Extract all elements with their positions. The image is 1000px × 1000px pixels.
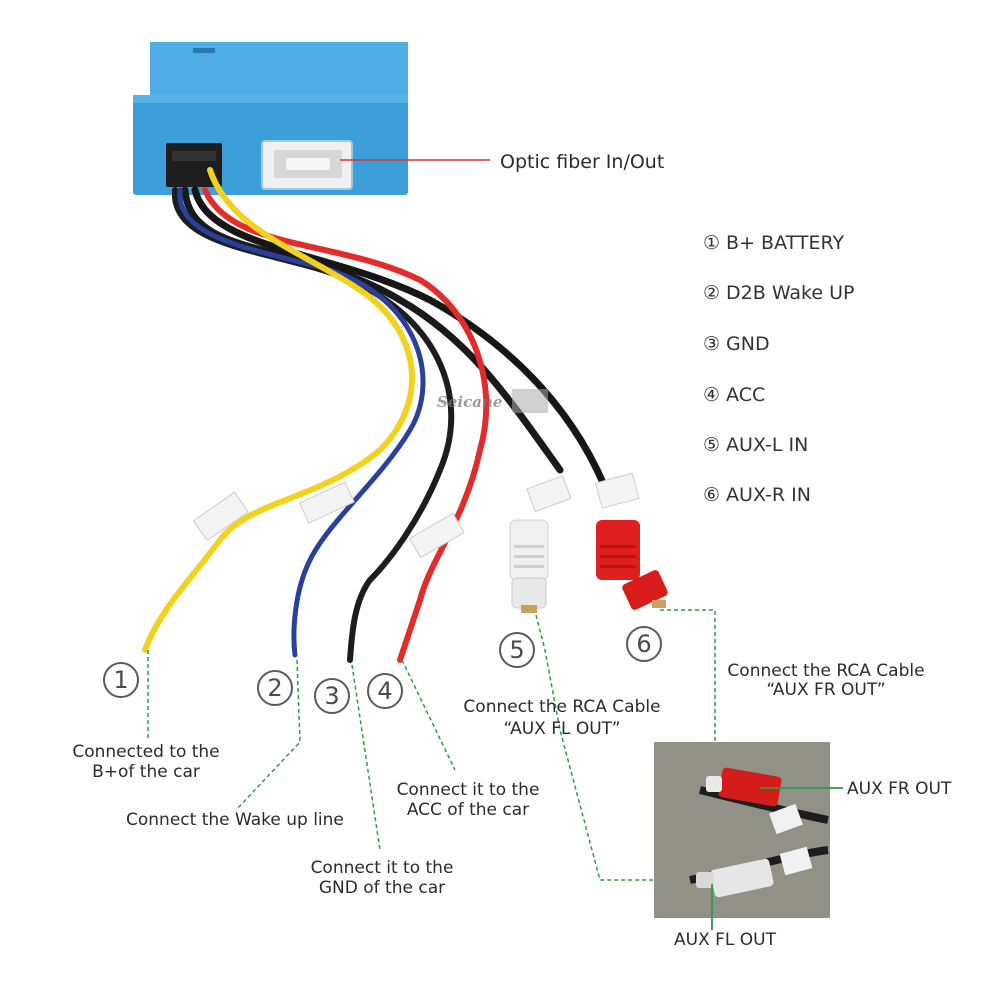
note-3-line2: GND of the car — [318, 878, 446, 898]
marker-1: 1 — [103, 662, 139, 698]
photo-label-fl: AUX FL OUT — [674, 930, 776, 950]
note-1-line1: Connected to the — [72, 742, 220, 762]
wire-bundle — [142, 167, 614, 663]
rca-plug-red — [596, 520, 668, 610]
marker-4: 4 — [367, 673, 403, 709]
photo-inset — [654, 742, 830, 918]
marker-5: 5 — [499, 632, 535, 668]
watermark-bar — [512, 389, 548, 413]
legend-num-4: ④ — [703, 384, 721, 406]
note-2: Connect the Wake up line — [126, 810, 344, 830]
watermark-text: Seicane — [437, 393, 503, 411]
legend-item-4: ④ ACC — [703, 384, 765, 406]
marker-6: 6 — [626, 626, 662, 662]
note-5-line2: “AUX FL OUT” — [503, 719, 621, 739]
note-1-line2: B+of the car — [92, 762, 200, 782]
note-6-line2: “AUX FR OUT” — [766, 680, 886, 700]
legend-label-4: ACC — [726, 384, 766, 406]
legend-label-2: D2B Wake UP — [726, 282, 855, 304]
note-4-line1: Connect it to the — [396, 780, 540, 800]
note-4-line2: ACC of the car — [406, 800, 530, 820]
legend-item-1: ① B+ BATTERY — [703, 232, 844, 254]
wire-tags — [192, 472, 640, 559]
legend-item-3: ③ GND — [703, 333, 770, 355]
note-5-line1: Connect the RCA Cable — [463, 697, 661, 717]
marker-2: 2 — [257, 670, 293, 706]
rca-plug-white — [509, 519, 549, 613]
legend-label-6: AUX-R IN — [726, 484, 811, 506]
note-3-line1: Connect it to the — [310, 858, 454, 878]
note-6-line1: Connect the RCA Cable — [727, 661, 925, 681]
legend-label-3: GND — [726, 333, 770, 355]
legend-item-5: ⑤ AUX-L IN — [703, 434, 808, 456]
photo-label-fr: AUX FR OUT — [847, 779, 952, 799]
legend-num-1: ① — [703, 232, 721, 254]
legend-label-5: AUX-L IN — [726, 434, 809, 456]
legend-num-5: ⑤ — [703, 434, 721, 456]
guide-lines — [147, 609, 716, 881]
converter-box — [133, 42, 408, 195]
legend-label-1: B+ BATTERY — [726, 232, 845, 254]
optic-fiber-label: Optic fiber In/Out — [500, 151, 665, 173]
marker-3: 3 — [314, 678, 350, 714]
legend-num-6: ⑥ — [703, 484, 721, 506]
legend-item-2: ② D2B Wake UP — [703, 282, 854, 304]
legend-num-2: ② — [703, 282, 721, 304]
legend-num-3: ③ — [703, 333, 721, 355]
legend-item-6: ⑥ AUX-R IN — [703, 484, 811, 506]
